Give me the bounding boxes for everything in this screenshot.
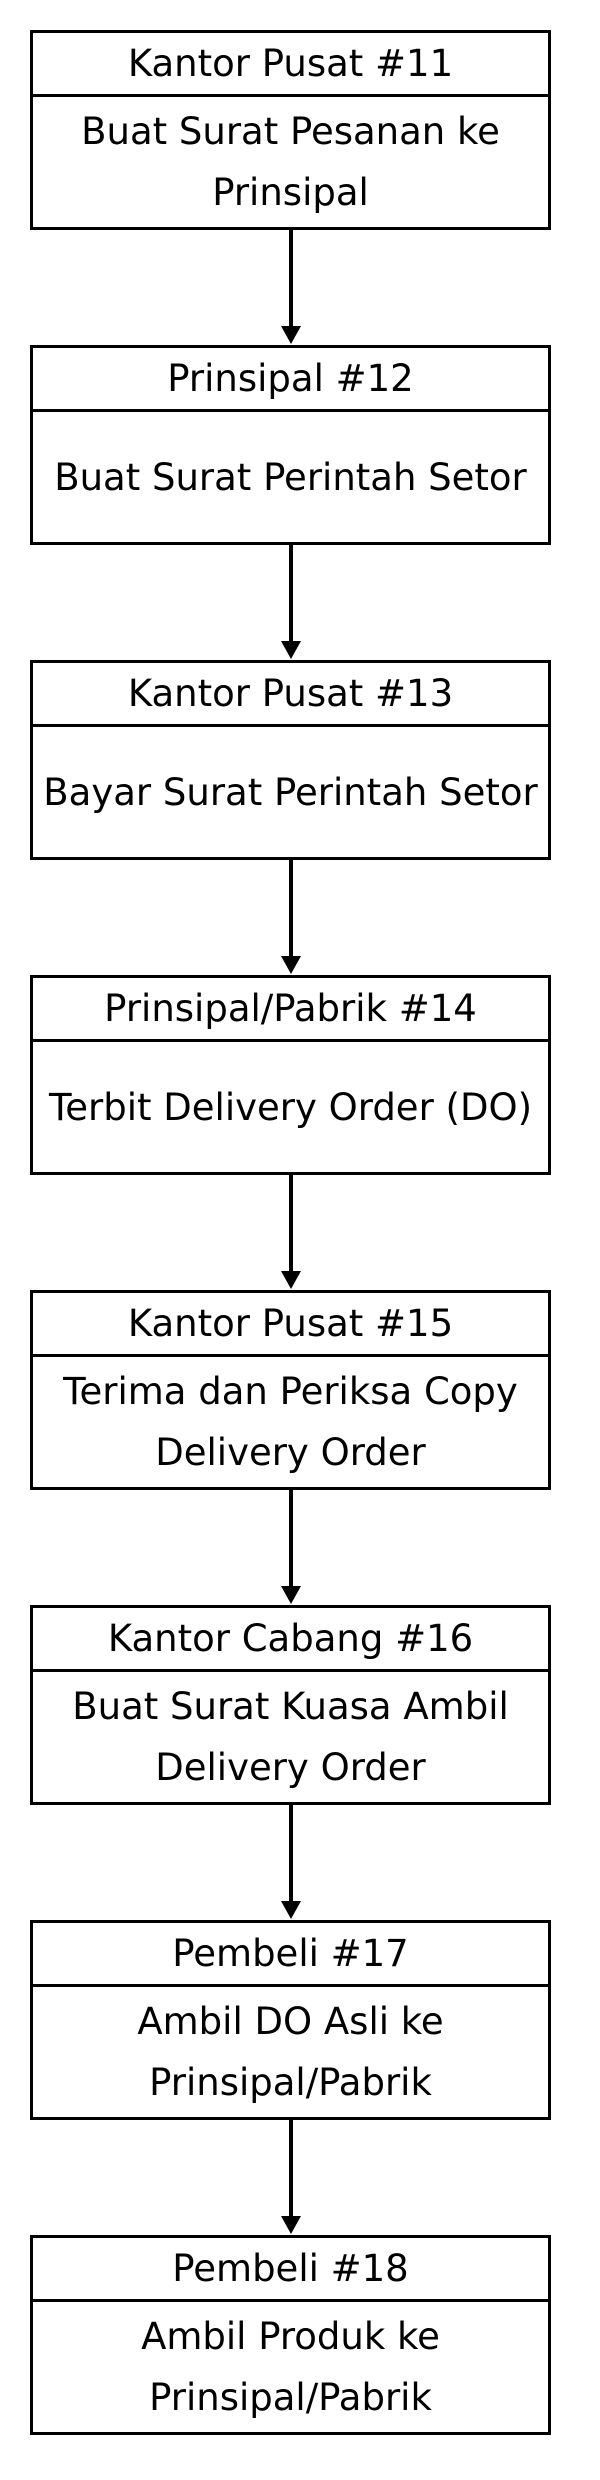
step-13-header: Kantor Pusat #13 xyxy=(33,663,548,727)
step-14-body: Terbit Delivery Order (DO) xyxy=(48,1085,533,1129)
step-13-body: Bayar Surat Perintah Setor xyxy=(43,770,538,814)
step-17-header: Pembeli #17 xyxy=(33,1923,548,1987)
step-17-body: Ambil DO Asli ke Prinsipal/Pabrik xyxy=(137,2000,444,2104)
step-16-body: Buat Surat Kuasa Ambil Delivery Order xyxy=(72,1685,509,1789)
step-15-header: Kantor Pusat #15 xyxy=(33,1293,548,1357)
arrow-11-to-12 xyxy=(281,230,301,344)
step-16-header: Kantor Cabang #16 xyxy=(33,1608,548,1672)
step-14-header: Prinsipal/Pabrik #14 xyxy=(33,978,548,1042)
arrow-13-to-14 xyxy=(281,860,301,974)
step-13-box: Kantor Pusat #13 Bayar Surat Perintah Se… xyxy=(30,660,551,860)
arrow-12-to-13 xyxy=(281,545,301,659)
step-11-body: Buat Surat Pesanan ke Prinsipal xyxy=(81,110,500,214)
step-15-box: Kantor Pusat #15 Terima dan Periksa Copy… xyxy=(30,1290,551,1490)
step-12-header: Prinsipal #12 xyxy=(33,348,548,412)
arrow-17-to-18 xyxy=(281,2120,301,2234)
step-17-box: Pembeli #17 Ambil DO Asli ke Prinsipal/P… xyxy=(30,1920,551,2120)
arrow-16-to-17 xyxy=(281,1805,301,1919)
step-18-body: Ambil Produk ke Prinsipal/Pabrik xyxy=(141,2315,440,2419)
step-18-header: Pembeli #18 xyxy=(33,2238,548,2302)
arrow-15-to-16 xyxy=(281,1490,301,1604)
step-15-body: Terima dan Periksa Copy Delivery Order xyxy=(63,1370,518,1474)
step-11-header: Kantor Pusat #11 xyxy=(33,33,548,97)
step-16-box: Kantor Cabang #16 Buat Surat Kuasa Ambil… xyxy=(30,1605,551,1805)
step-12-box: Prinsipal #12 Buat Surat Perintah Setor xyxy=(30,345,551,545)
step-18-box: Pembeli #18 Ambil Produk ke Prinsipal/Pa… xyxy=(30,2235,551,2435)
step-14-box: Prinsipal/Pabrik #14 Terbit Delivery Ord… xyxy=(30,975,551,1175)
arrow-14-to-15 xyxy=(281,1175,301,1289)
step-11-box: Kantor Pusat #11 Buat Surat Pesanan ke P… xyxy=(30,30,551,230)
step-12-body: Buat Surat Perintah Setor xyxy=(54,455,527,499)
